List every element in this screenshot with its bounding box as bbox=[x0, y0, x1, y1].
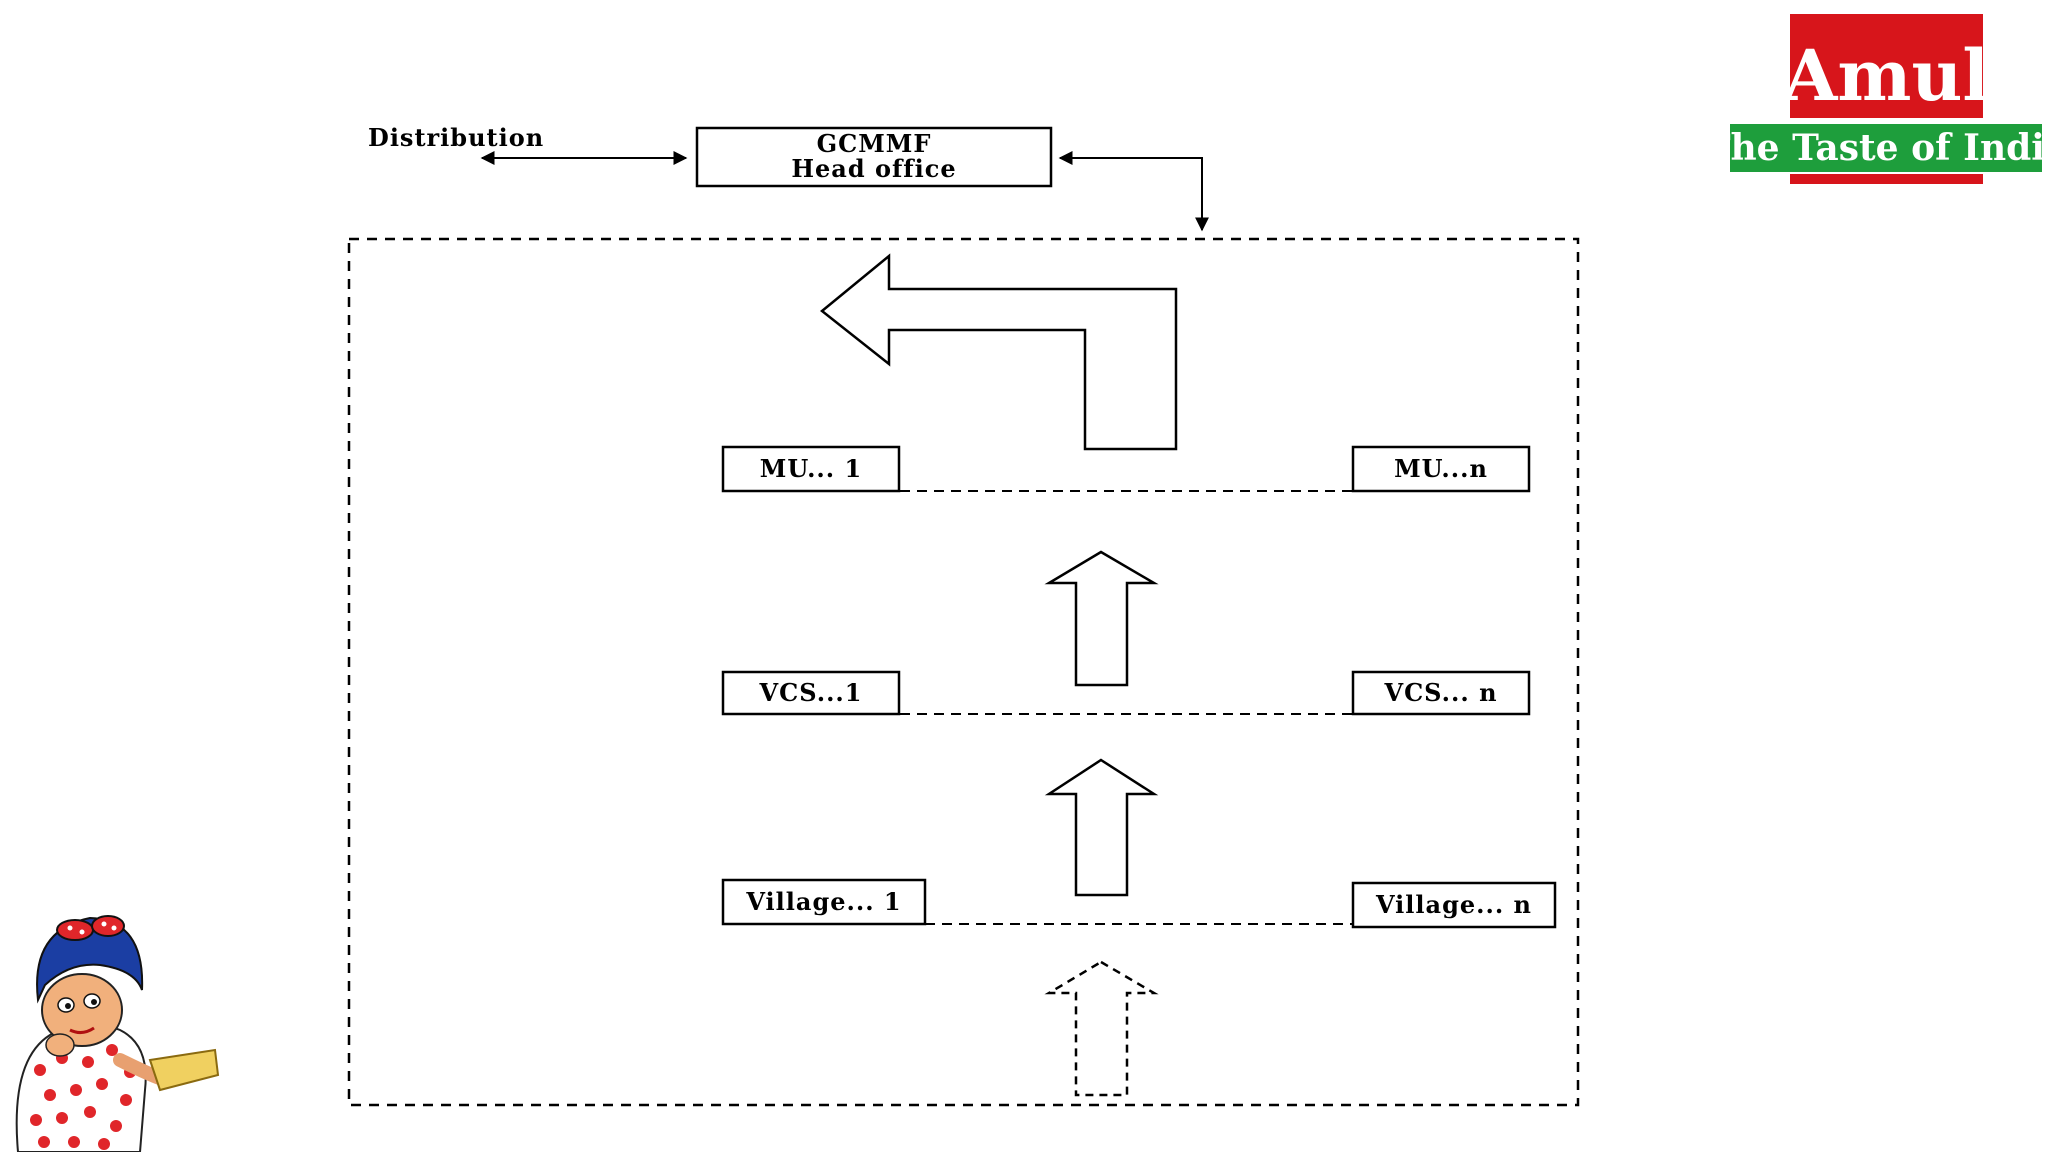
mu-n-box: MU...n bbox=[1351, 445, 1531, 493]
vcs-1-label: VCS...1 bbox=[759, 678, 863, 707]
up-arrow-village-to-vcs bbox=[1044, 758, 1159, 897]
mascot-illustration bbox=[15, 915, 220, 1152]
distribution-label: Distribution bbox=[368, 123, 544, 152]
amul-logo: Amul The Taste of India bbox=[1704, 14, 2048, 184]
village-1-label: Village... 1 bbox=[745, 887, 901, 916]
village-n-box: Village... n bbox=[1351, 881, 1557, 929]
head-office-connector bbox=[1058, 151, 1209, 232]
vcs-1-box: VCS...1 bbox=[721, 670, 901, 716]
left-turn-arrow bbox=[820, 253, 1178, 451]
head-office-line2: Head office bbox=[791, 154, 956, 183]
logo-tagline: The Taste of India bbox=[1704, 127, 2048, 169]
vcs-n-box: VCS... n bbox=[1351, 670, 1531, 716]
dashed-up-arrow bbox=[1044, 960, 1159, 1097]
village-n-label: Village... n bbox=[1375, 890, 1532, 919]
mu-1-box: MU... 1 bbox=[721, 445, 901, 493]
head-office-line1: GCMMF bbox=[817, 129, 932, 158]
village-1-box: Village... 1 bbox=[721, 878, 927, 926]
head-office-box: GCMMF Head office bbox=[695, 126, 1053, 188]
vcs-n-label: VCS... n bbox=[1383, 678, 1497, 707]
mu-n-label: MU...n bbox=[1394, 454, 1488, 483]
cooperative-region bbox=[347, 237, 1580, 1107]
logo-brand: Amul bbox=[1782, 34, 1989, 117]
up-arrow-vcs-to-mu bbox=[1044, 550, 1159, 687]
mu-1-label: MU... 1 bbox=[760, 454, 862, 483]
